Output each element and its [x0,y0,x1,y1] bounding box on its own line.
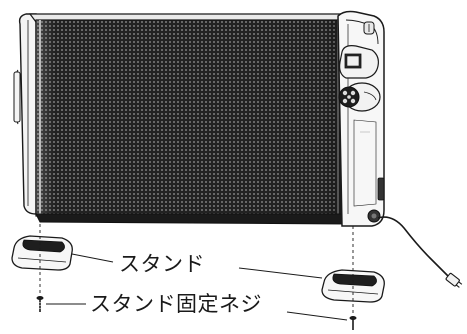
left-screw [36,296,44,312]
right-stand [321,269,385,303]
control-housing [337,10,385,227]
bottom-frame [35,213,347,225]
cord-exit [367,209,381,223]
heater-body [13,10,385,227]
left-stand [11,235,73,271]
power-cord [377,216,463,288]
stand-screw-label: スタンド固定ネジ [90,292,262,316]
control-buttons [338,82,381,112]
power-knob [363,21,375,35]
right-screw [349,316,357,330]
display-panel [339,45,379,79]
side-switch [377,177,385,201]
label-leader-lines [46,253,348,321]
stand-label: スタンド [119,252,205,276]
assembly-guide-lines [39,218,354,318]
